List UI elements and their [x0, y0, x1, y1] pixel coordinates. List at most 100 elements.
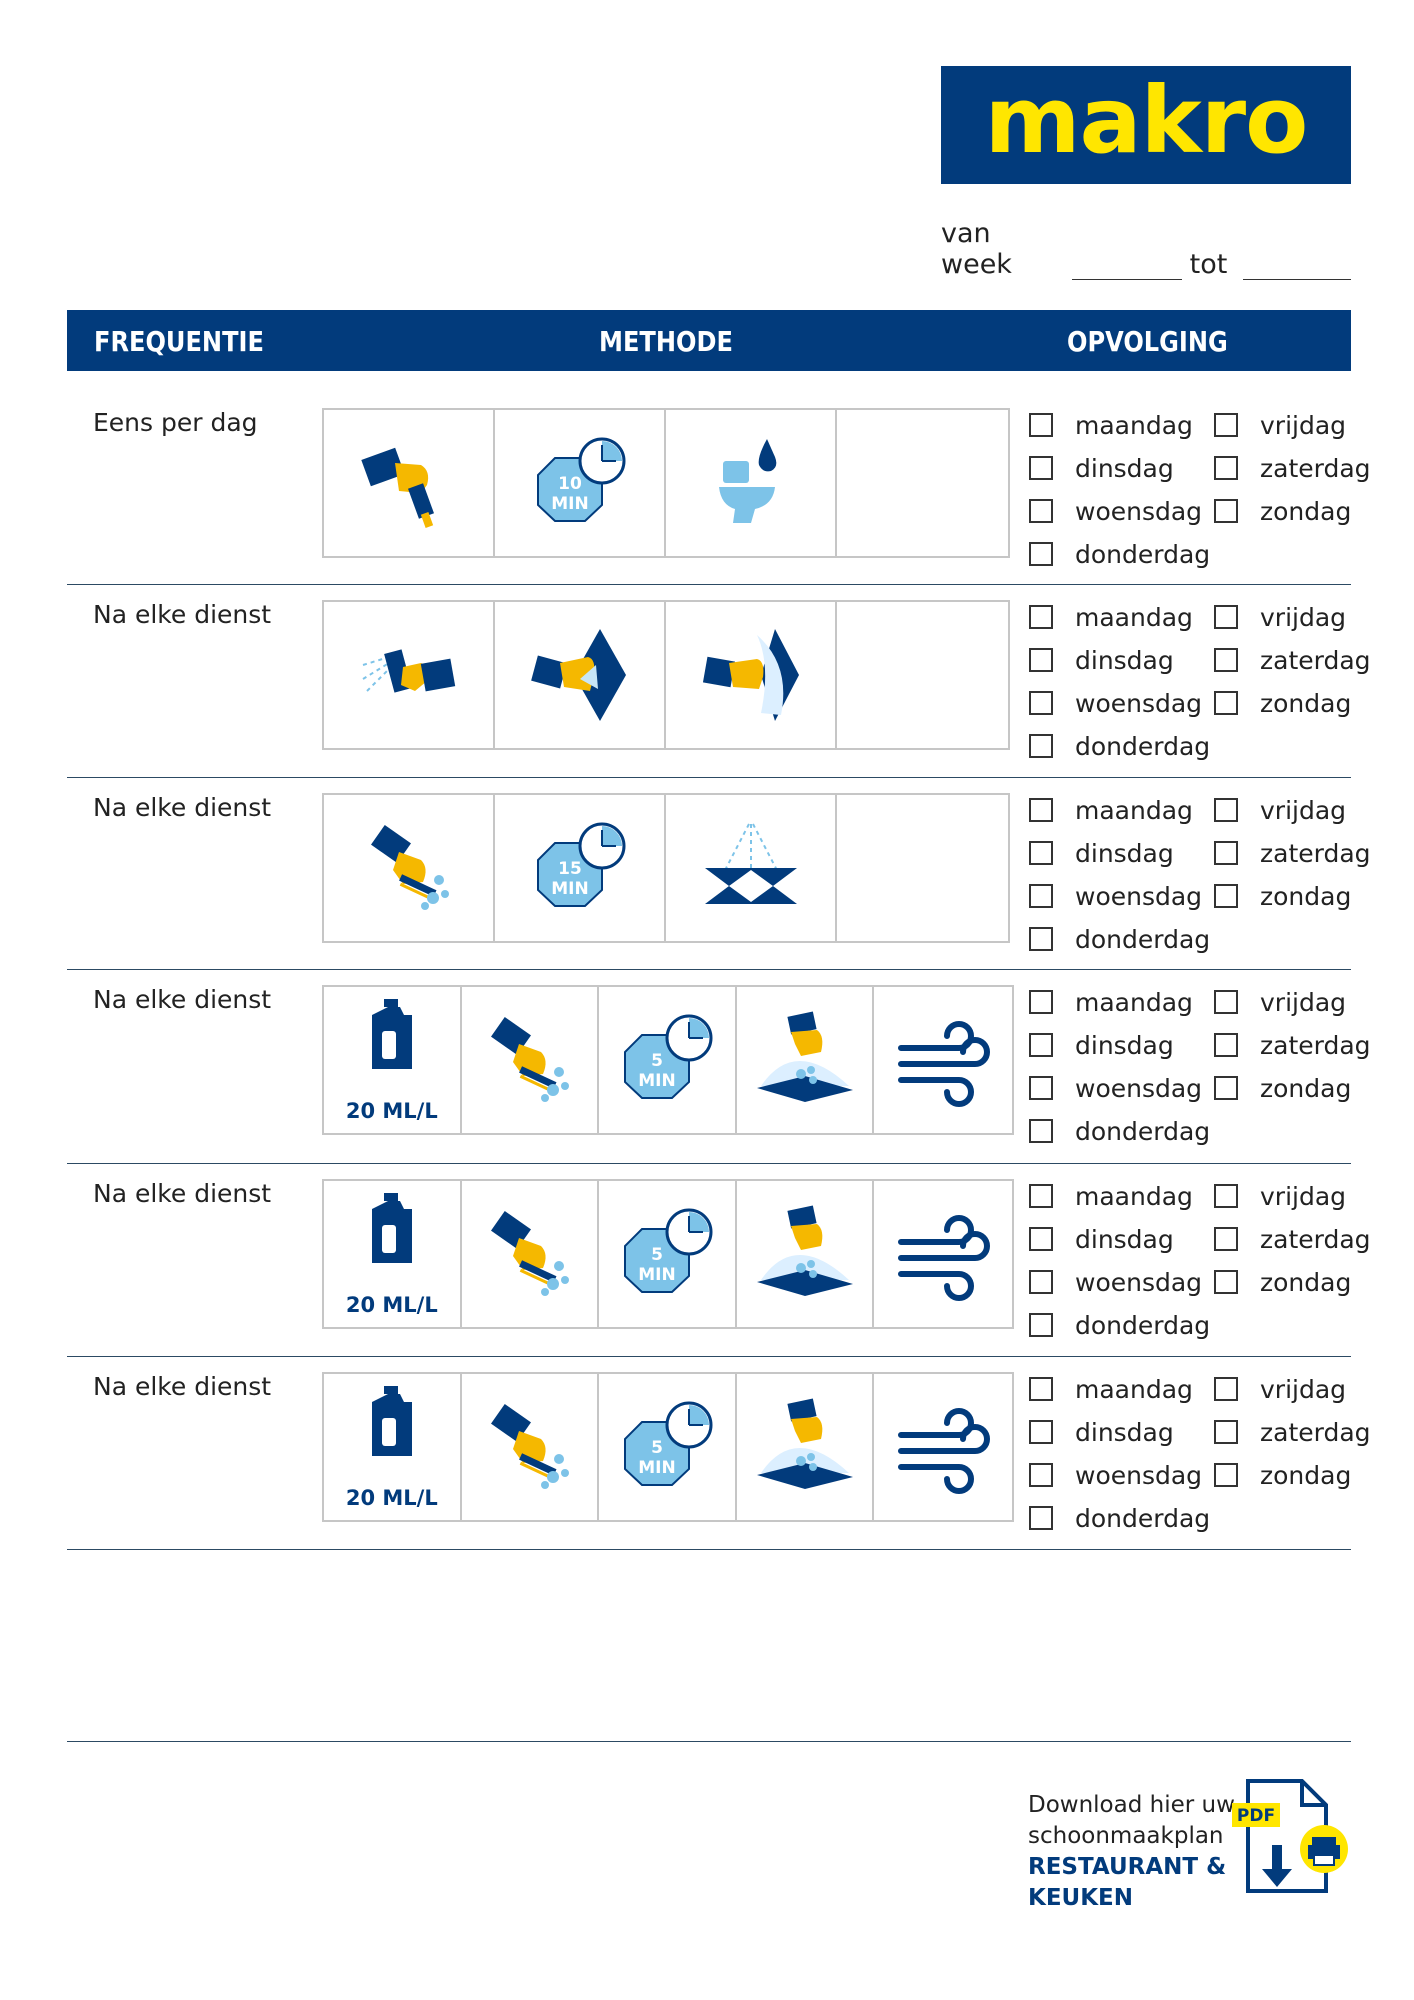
- scrub-brush-icon: [479, 1204, 579, 1304]
- checkbox-woensdag[interactable]: [1029, 1463, 1053, 1487]
- checkbox-zondag[interactable]: [1214, 884, 1238, 908]
- checkbox-donderdag[interactable]: [1029, 734, 1053, 758]
- checkbox-maandag[interactable]: [1029, 1377, 1053, 1401]
- checkbox-donderdag[interactable]: [1029, 1506, 1053, 1530]
- checkbox-dinsdag[interactable]: [1029, 456, 1053, 480]
- step-cell: 20 ML/L: [324, 987, 462, 1133]
- day-label: zaterdag: [1260, 453, 1371, 483]
- day-label: woensdag: [1075, 1460, 1203, 1490]
- week-to-field[interactable]: [1243, 249, 1351, 280]
- mop-floor-icon: [755, 1397, 855, 1497]
- checkbox-maandag[interactable]: [1029, 605, 1053, 629]
- checkbox-donderdag[interactable]: [1029, 1313, 1053, 1337]
- checkbox-zondag[interactable]: [1214, 1270, 1238, 1294]
- day-item-woensdag: woensdag: [1029, 494, 1202, 528]
- checkbox-dinsdag[interactable]: [1029, 648, 1053, 672]
- day-item-donderdag: donderdag: [1029, 729, 1210, 763]
- checkbox-maandag[interactable]: [1029, 990, 1053, 1014]
- day-label: woensdag: [1075, 1073, 1203, 1103]
- day-label: woensdag: [1075, 881, 1203, 911]
- day-label: donderdag: [1075, 1503, 1211, 1533]
- checkbox-woensdag[interactable]: [1029, 1270, 1053, 1294]
- checkbox-zondag[interactable]: [1214, 1076, 1238, 1100]
- header-methode: METHODE: [599, 325, 733, 358]
- checkbox-zaterdag[interactable]: [1214, 1227, 1238, 1251]
- checkbox-zaterdag[interactable]: [1214, 1420, 1238, 1444]
- detergent-jerrycan-icon: [342, 997, 442, 1097]
- day-label: zondag: [1260, 881, 1352, 911]
- checkbox-vrijdag[interactable]: [1214, 1377, 1238, 1401]
- makro-logo: makro: [941, 66, 1351, 184]
- pdf-download-icon[interactable]: PDF: [1230, 1775, 1350, 1905]
- day-label: maandag: [1075, 602, 1193, 632]
- checkbox-zaterdag[interactable]: [1214, 456, 1238, 480]
- pdf-badge: PDF: [1237, 1806, 1275, 1826]
- step-cell: 15 MIN: [495, 795, 666, 941]
- day-item-dinsdag: dinsdag: [1029, 1028, 1174, 1062]
- empty-step-cell: [837, 602, 1008, 748]
- checkbox-zaterdag[interactable]: [1214, 841, 1238, 865]
- timer-unit: MIN: [638, 1458, 675, 1478]
- day-label: woensdag: [1075, 496, 1203, 526]
- checkbox-woensdag[interactable]: [1029, 1076, 1053, 1100]
- checkbox-vrijdag[interactable]: [1214, 605, 1238, 629]
- checkbox-zondag[interactable]: [1214, 499, 1238, 523]
- checkbox-woensdag[interactable]: [1029, 884, 1053, 908]
- day-item-zaterdag: zaterdag: [1214, 451, 1371, 485]
- scrub-brush-icon: [359, 818, 459, 918]
- checkbox-maandag[interactable]: [1029, 1184, 1053, 1208]
- day-label: zondag: [1260, 688, 1352, 718]
- day-label: vrijdag: [1260, 410, 1347, 440]
- checkbox-dinsdag[interactable]: [1029, 1227, 1053, 1251]
- checkbox-vrijdag[interactable]: [1214, 990, 1238, 1014]
- timer-unit: MIN: [551, 879, 588, 899]
- checkbox-donderdag[interactable]: [1029, 1119, 1053, 1143]
- checkbox-donderdag[interactable]: [1029, 542, 1053, 566]
- scrub-brush-icon: [479, 1397, 579, 1497]
- day-label: zaterdag: [1260, 645, 1371, 675]
- checkbox-donderdag[interactable]: [1029, 927, 1053, 951]
- checkbox-dinsdag[interactable]: [1029, 841, 1053, 865]
- download-text[interactable]: Download hier uw schoonmaakplan RESTAURA…: [1028, 1790, 1235, 1914]
- day-item-zondag: zondag: [1214, 1265, 1351, 1299]
- timer-unit: MIN: [551, 494, 588, 514]
- day-item-woensdag: woensdag: [1029, 1265, 1202, 1299]
- day-item-maandag: maandag: [1029, 408, 1193, 442]
- checkbox-dinsdag[interactable]: [1029, 1033, 1053, 1057]
- day-label: vrijdag: [1260, 1374, 1347, 1404]
- checkbox-vrijdag[interactable]: [1214, 798, 1238, 822]
- checkbox-zondag[interactable]: [1214, 691, 1238, 715]
- checkbox-woensdag[interactable]: [1029, 691, 1053, 715]
- table-header: FREQUENTIE METHODE OPVOLGING: [67, 310, 1351, 371]
- day-label: donderdag: [1075, 731, 1211, 761]
- frequency-label: Na elke dienst: [93, 985, 272, 1014]
- day-label: dinsdag: [1075, 838, 1174, 868]
- checkbox-zondag[interactable]: [1214, 1463, 1238, 1487]
- checkbox-zaterdag[interactable]: [1214, 648, 1238, 672]
- step-cell: 20 ML/L: [324, 1181, 462, 1327]
- checkbox-vrijdag[interactable]: [1214, 413, 1238, 437]
- checkbox-zaterdag[interactable]: [1214, 1033, 1238, 1057]
- day-item-dinsdag: dinsdag: [1029, 451, 1174, 485]
- scrub-brush-icon: [479, 1010, 579, 1110]
- checkbox-dinsdag[interactable]: [1029, 1420, 1053, 1444]
- dose-label: 20 ML/L: [345, 1486, 438, 1510]
- checkbox-maandag[interactable]: [1029, 798, 1053, 822]
- checkbox-maandag[interactable]: [1029, 413, 1053, 437]
- checkbox-vrijdag[interactable]: [1214, 1184, 1238, 1208]
- day-item-donderdag: donderdag: [1029, 1501, 1210, 1535]
- day-item-maandag: maandag: [1029, 793, 1193, 827]
- step-cell: 5 MIN: [599, 1181, 737, 1327]
- week-from-field[interactable]: [1072, 249, 1182, 280]
- timer-unit: MIN: [638, 1071, 675, 1091]
- day-item-maandag: maandag: [1029, 1179, 1193, 1213]
- checkbox-woensdag[interactable]: [1029, 499, 1053, 523]
- day-label: donderdag: [1075, 539, 1211, 569]
- day-item-maandag: maandag: [1029, 1372, 1193, 1406]
- spray-bottle-icon: [359, 625, 459, 725]
- timer-icon: 5 MIN: [617, 1010, 717, 1110]
